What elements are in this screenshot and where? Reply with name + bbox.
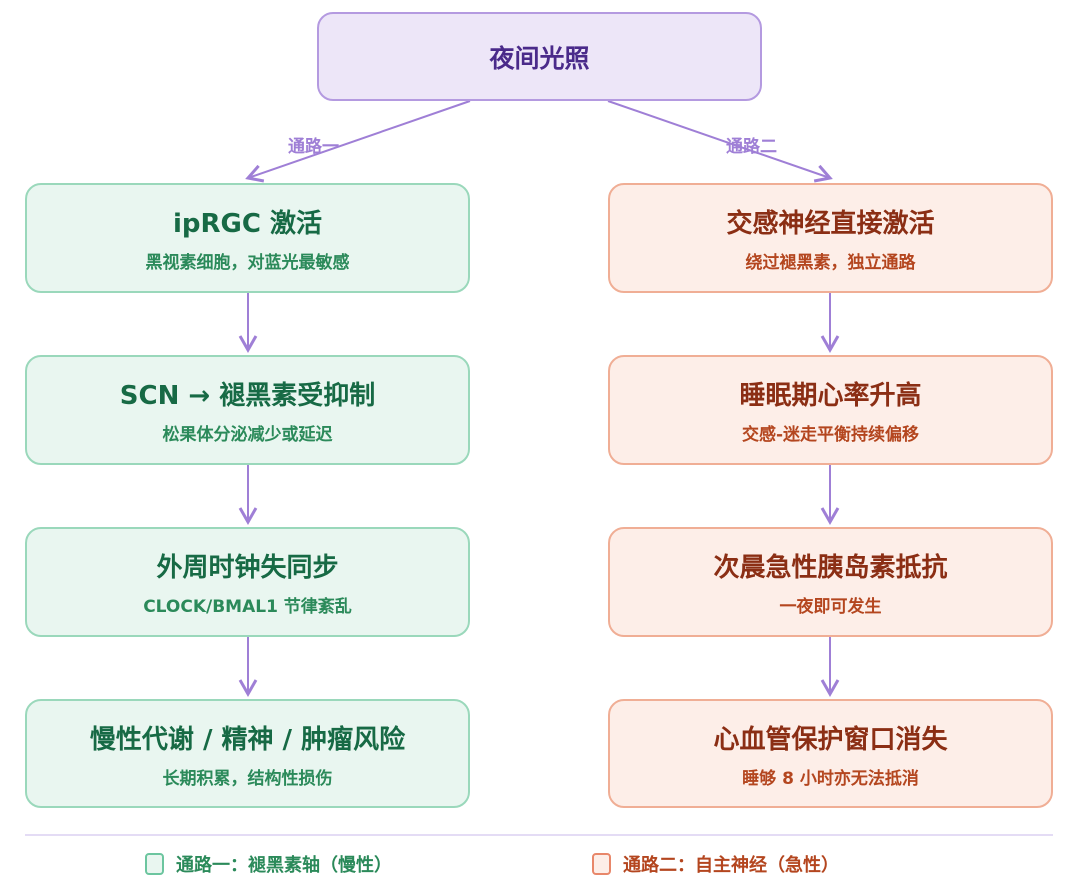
node-subtitle: 长期积累，结构性损伤 <box>162 768 333 789</box>
node-chronic-risk: 慢性代谢 / 精神 / 肿瘤风险长期积累，结构性损伤 <box>25 699 470 808</box>
node-subtitle: 睡够 8 小时亦无法抵消 <box>742 768 919 789</box>
legend-path-2: 通路二：自主神经（急性） <box>592 851 839 877</box>
node-peripheral-clock: 外周时钟失同步 CLOCK/BMAL1 节律紊乱 <box>25 527 470 637</box>
node-title: 慢性代谢 / 精神 / 肿瘤风险 <box>89 724 406 755</box>
node-subtitle: 松果体分泌减少或延迟 <box>162 425 333 445</box>
edge-label-path-2: 通路二 <box>726 137 777 157</box>
legend-label: 通路二：自主神经（急性） <box>623 855 839 876</box>
node-title: 次晨急性胰岛素抵抗 <box>713 553 948 583</box>
node-scn: SCN → 褪黑素受抑制松果体分泌减少或延迟 <box>25 355 470 465</box>
divider <box>25 834 1053 836</box>
node-title: ipRGC 激活 <box>172 209 323 239</box>
legend-swatch-green <box>145 853 164 875</box>
node-title: SCN → 褪黑素受抑制 <box>119 381 376 411</box>
legend-label: 通路一：褪黑素轴（慢性） <box>176 855 392 876</box>
node-subtitle: 交感-迷走平衡持续偏移 <box>741 425 920 445</box>
node-subtitle: 绕过褪黑素，独立通路 <box>745 253 916 273</box>
root-title: 夜间光照 <box>489 43 590 73</box>
node-heart-rate: 睡眠期心率升高交感-迷走平衡持续偏移 <box>608 355 1053 465</box>
node-subtitle: 黑视素细胞，对蓝光最敏感 <box>145 253 350 273</box>
node-insulin-resistance: 次晨急性胰岛素抵抗一夜即可发生 <box>608 527 1053 637</box>
node-title: 心血管保护窗口消失 <box>713 724 948 755</box>
edge-label-path-1: 通路一 <box>288 137 339 157</box>
root-node: 夜间光照 <box>317 12 762 101</box>
node-cardio-window: 心血管保护窗口消失睡够 8 小时亦无法抵消 <box>608 699 1053 808</box>
node-sympathetic: 交感神经直接激活绕过褪黑素，独立通路 <box>608 183 1053 293</box>
legend-swatch-orange <box>592 853 611 875</box>
node-title: 睡眠期心率升高 <box>739 381 922 411</box>
node-subtitle: 一夜即可发生 <box>779 597 882 617</box>
node-title: 外周时钟失同步 <box>156 553 339 583</box>
legend-path-1: 通路一：褪黑素轴（慢性） <box>145 851 392 877</box>
node-subtitle: CLOCK/BMAL1 节律紊乱 <box>143 597 352 617</box>
node-title: 交感神经直接激活 <box>726 209 935 239</box>
node-iprgc: ipRGC 激活黑视素细胞，对蓝光最敏感 <box>25 183 470 293</box>
